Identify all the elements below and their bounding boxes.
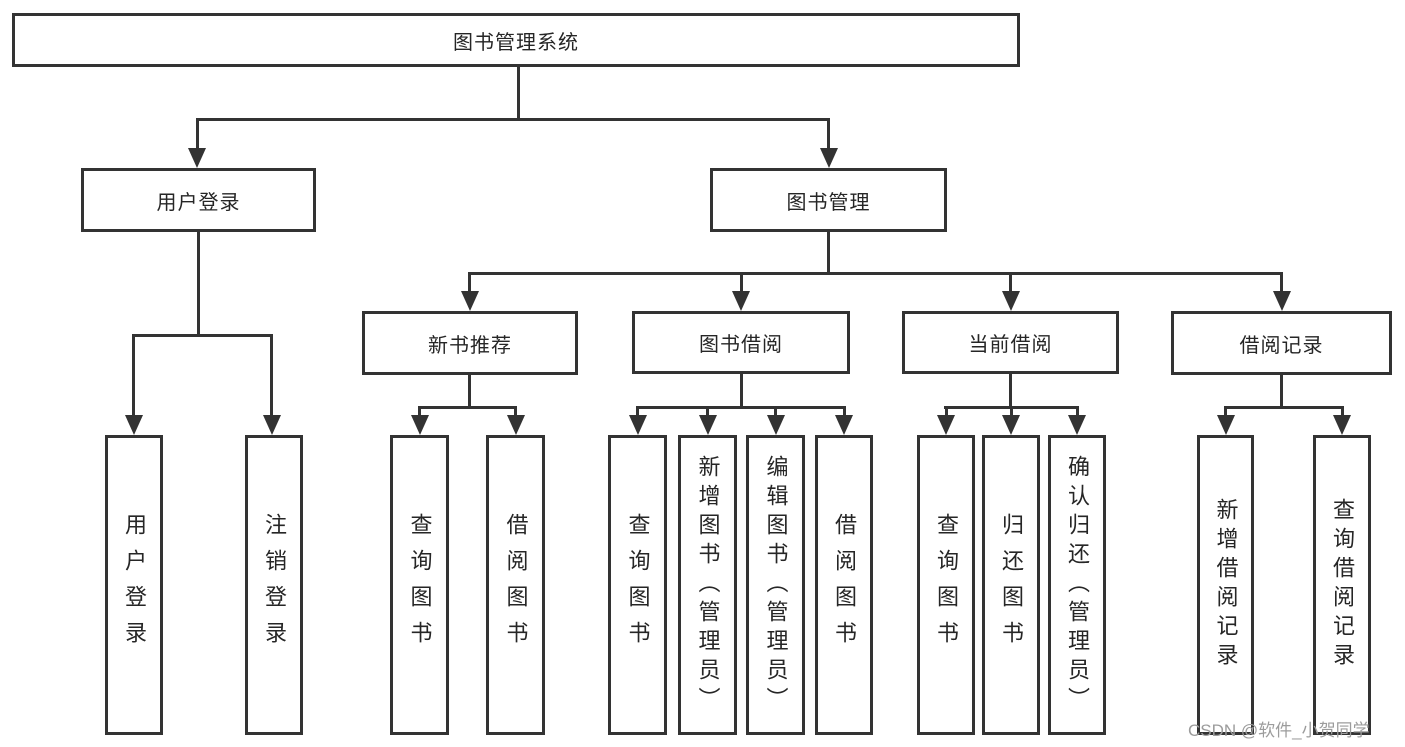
node-book-management-label: 图书管理 bbox=[786, 191, 871, 214]
leaf-recommend-borrow-book: 借阅图书 bbox=[486, 435, 545, 735]
connector-book-mgmt-hline bbox=[468, 272, 1283, 275]
arrowhead-book-management bbox=[820, 148, 838, 168]
leaf-borrow-query-book-label: 查询图书 bbox=[625, 513, 651, 657]
arrowhead-current-borrow bbox=[1002, 291, 1020, 311]
leaf-current-query-book: 查询图书 bbox=[917, 435, 975, 735]
connector-recommend-stub bbox=[468, 373, 471, 408]
leaf-query-borrow-record-label: 查询借阅记录 bbox=[1330, 498, 1355, 672]
arrowhead-user-login bbox=[188, 148, 206, 168]
leaf-borrow-borrow-book-label: 借阅图书 bbox=[832, 513, 857, 657]
leaf-query-borrow-record: 查询借阅记录 bbox=[1313, 435, 1371, 735]
node-current-borrow: 当前借阅 bbox=[902, 311, 1119, 374]
connector-user-login-stub bbox=[197, 230, 200, 336]
leaf-logout-login: 注销登录 bbox=[245, 435, 303, 735]
connector-current-stub bbox=[1009, 372, 1012, 408]
connector-user-login-shaft-2 bbox=[270, 334, 273, 417]
arrowhead-leaf-logout bbox=[263, 415, 281, 435]
leaf-return-book: 归还图书 bbox=[982, 435, 1040, 735]
connector-borrow-shaft-2 bbox=[706, 406, 709, 417]
connector-current-shaft-3 bbox=[1076, 406, 1079, 417]
node-user-login-label: 用户登录 bbox=[156, 191, 241, 214]
connector-book-mgmt-shaft-1 bbox=[468, 272, 471, 293]
leaf-add-borrow-record: 新增借阅记录 bbox=[1197, 435, 1254, 735]
connector-user-login-shaft-1 bbox=[132, 334, 135, 417]
node-root: 图书管理系统 bbox=[12, 13, 1020, 67]
leaf-current-query-book-label: 查询图书 bbox=[934, 513, 959, 657]
connector-borrow-shaft-1 bbox=[636, 406, 639, 417]
connector-book-mgmt-shaft-2 bbox=[740, 272, 743, 293]
connector-borrow-stub bbox=[740, 372, 743, 408]
leaf-recommend-borrow-book-label: 借阅图书 bbox=[503, 513, 529, 657]
leaf-confirm-return-admin: 确认归还（管理员） bbox=[1048, 435, 1106, 735]
arrowhead-borrow-add bbox=[699, 415, 717, 435]
connector-root-stub bbox=[517, 65, 520, 121]
connector-book-mgmt-stub bbox=[827, 230, 830, 274]
node-root-label: 图书管理系统 bbox=[453, 31, 579, 54]
node-book-management: 图书管理 bbox=[710, 168, 947, 232]
node-book-borrow-label: 图书借阅 bbox=[699, 334, 783, 356]
connector-book-mgmt-shaft-4 bbox=[1280, 272, 1283, 293]
leaf-add-borrow-record-label: 新增借阅记录 bbox=[1213, 498, 1239, 672]
arrowhead-current-query bbox=[937, 415, 955, 435]
leaf-add-book-admin-label: 新增图书（管理员） bbox=[695, 454, 721, 716]
arrowhead-leaf-user-login bbox=[125, 415, 143, 435]
arrowhead-borrow-borrow bbox=[835, 415, 853, 435]
arrowhead-current-confirm bbox=[1068, 415, 1086, 435]
arrowhead-borrow-edit bbox=[767, 415, 785, 435]
connector-recommend-shaft-1 bbox=[418, 406, 421, 417]
connector-borrow-shaft-4 bbox=[843, 406, 846, 417]
arrowhead-borrow-record bbox=[1273, 291, 1291, 311]
connector-book-mgmt-shaft-3 bbox=[1009, 272, 1012, 293]
arrowhead-current-return bbox=[1002, 415, 1020, 435]
node-book-borrow: 图书借阅 bbox=[632, 311, 850, 374]
leaf-return-book-label: 归还图书 bbox=[999, 513, 1024, 657]
node-borrow-record-label: 借阅记录 bbox=[1239, 334, 1324, 357]
connector-record-shaft-1 bbox=[1224, 406, 1227, 417]
arrowhead-recommend-query bbox=[411, 415, 429, 435]
leaf-borrow-query-book: 查询图书 bbox=[608, 435, 667, 735]
connector-root-left-shaft bbox=[196, 118, 199, 150]
leaf-edit-book-admin-label: 编辑图书（管理员） bbox=[763, 454, 789, 716]
node-new-book-recommend-label: 新书推荐 bbox=[428, 334, 512, 357]
arrowhead-recommend-borrow bbox=[507, 415, 525, 435]
arrowhead-record-add bbox=[1217, 415, 1235, 435]
connector-record-hline bbox=[1224, 406, 1343, 409]
connector-recommend-shaft-2 bbox=[514, 406, 517, 417]
csdn-watermark: CSDN @软件_小贺同学 bbox=[1188, 721, 1370, 740]
connector-borrow-shaft-3 bbox=[774, 406, 777, 417]
leaf-borrow-borrow-book: 借阅图书 bbox=[815, 435, 873, 735]
connector-root-right-shaft bbox=[827, 118, 830, 150]
connector-record-shaft-2 bbox=[1341, 406, 1344, 417]
connector-user-login-hline bbox=[132, 334, 273, 337]
leaf-recommend-query-book-label: 查询图书 bbox=[407, 513, 433, 657]
leaf-edit-book-admin: 编辑图书（管理员） bbox=[746, 435, 805, 735]
arrowhead-new-book-recommend bbox=[461, 291, 479, 311]
node-user-login: 用户登录 bbox=[81, 168, 316, 232]
leaf-logout-login-label: 注销登录 bbox=[262, 513, 287, 657]
leaf-confirm-return-admin-label: 确认归还（管理员） bbox=[1065, 454, 1090, 716]
connector-current-shaft-1 bbox=[945, 406, 948, 417]
node-new-book-recommend: 新书推荐 bbox=[362, 311, 578, 375]
arrowhead-record-query bbox=[1333, 415, 1351, 435]
leaf-user-login-label: 用户登录 bbox=[122, 513, 147, 657]
connector-recommend-hline bbox=[418, 406, 517, 409]
leaf-user-login: 用户登录 bbox=[105, 435, 163, 735]
leaf-recommend-query-book: 查询图书 bbox=[390, 435, 449, 735]
arrowhead-book-borrow bbox=[732, 291, 750, 311]
connector-current-shaft-2 bbox=[1010, 406, 1013, 417]
connector-borrow-hline bbox=[636, 406, 845, 409]
connector-root-hline bbox=[196, 118, 830, 121]
node-borrow-record: 借阅记录 bbox=[1171, 311, 1392, 375]
node-current-borrow-label: 当前借阅 bbox=[968, 334, 1053, 356]
arrowhead-borrow-query bbox=[629, 415, 647, 435]
leaf-add-book-admin: 新增图书（管理员） bbox=[678, 435, 737, 735]
connector-record-stub bbox=[1280, 373, 1283, 408]
